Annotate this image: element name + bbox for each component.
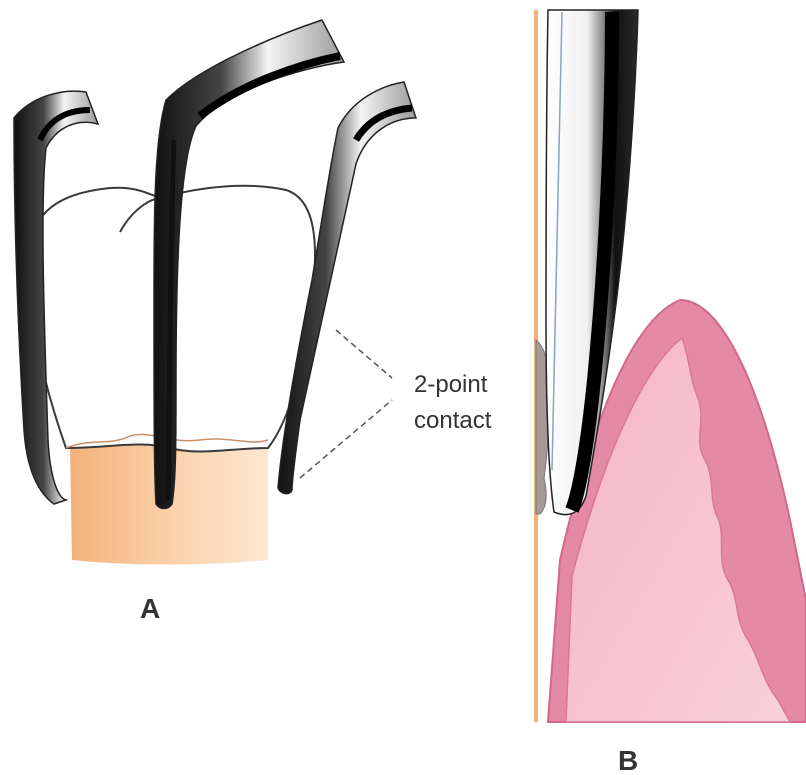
contact-leader-lower [300, 400, 392, 478]
annotation-line-2: contact [414, 407, 492, 434]
panel-b-label: B [618, 745, 638, 775]
contact-leader-upper [336, 330, 392, 378]
panel-b: B [536, 10, 806, 775]
panel-a: 2-point contact A [14, 20, 492, 624]
panel-a-label: A [140, 593, 160, 624]
annotation-line-1: 2-point [414, 371, 488, 398]
